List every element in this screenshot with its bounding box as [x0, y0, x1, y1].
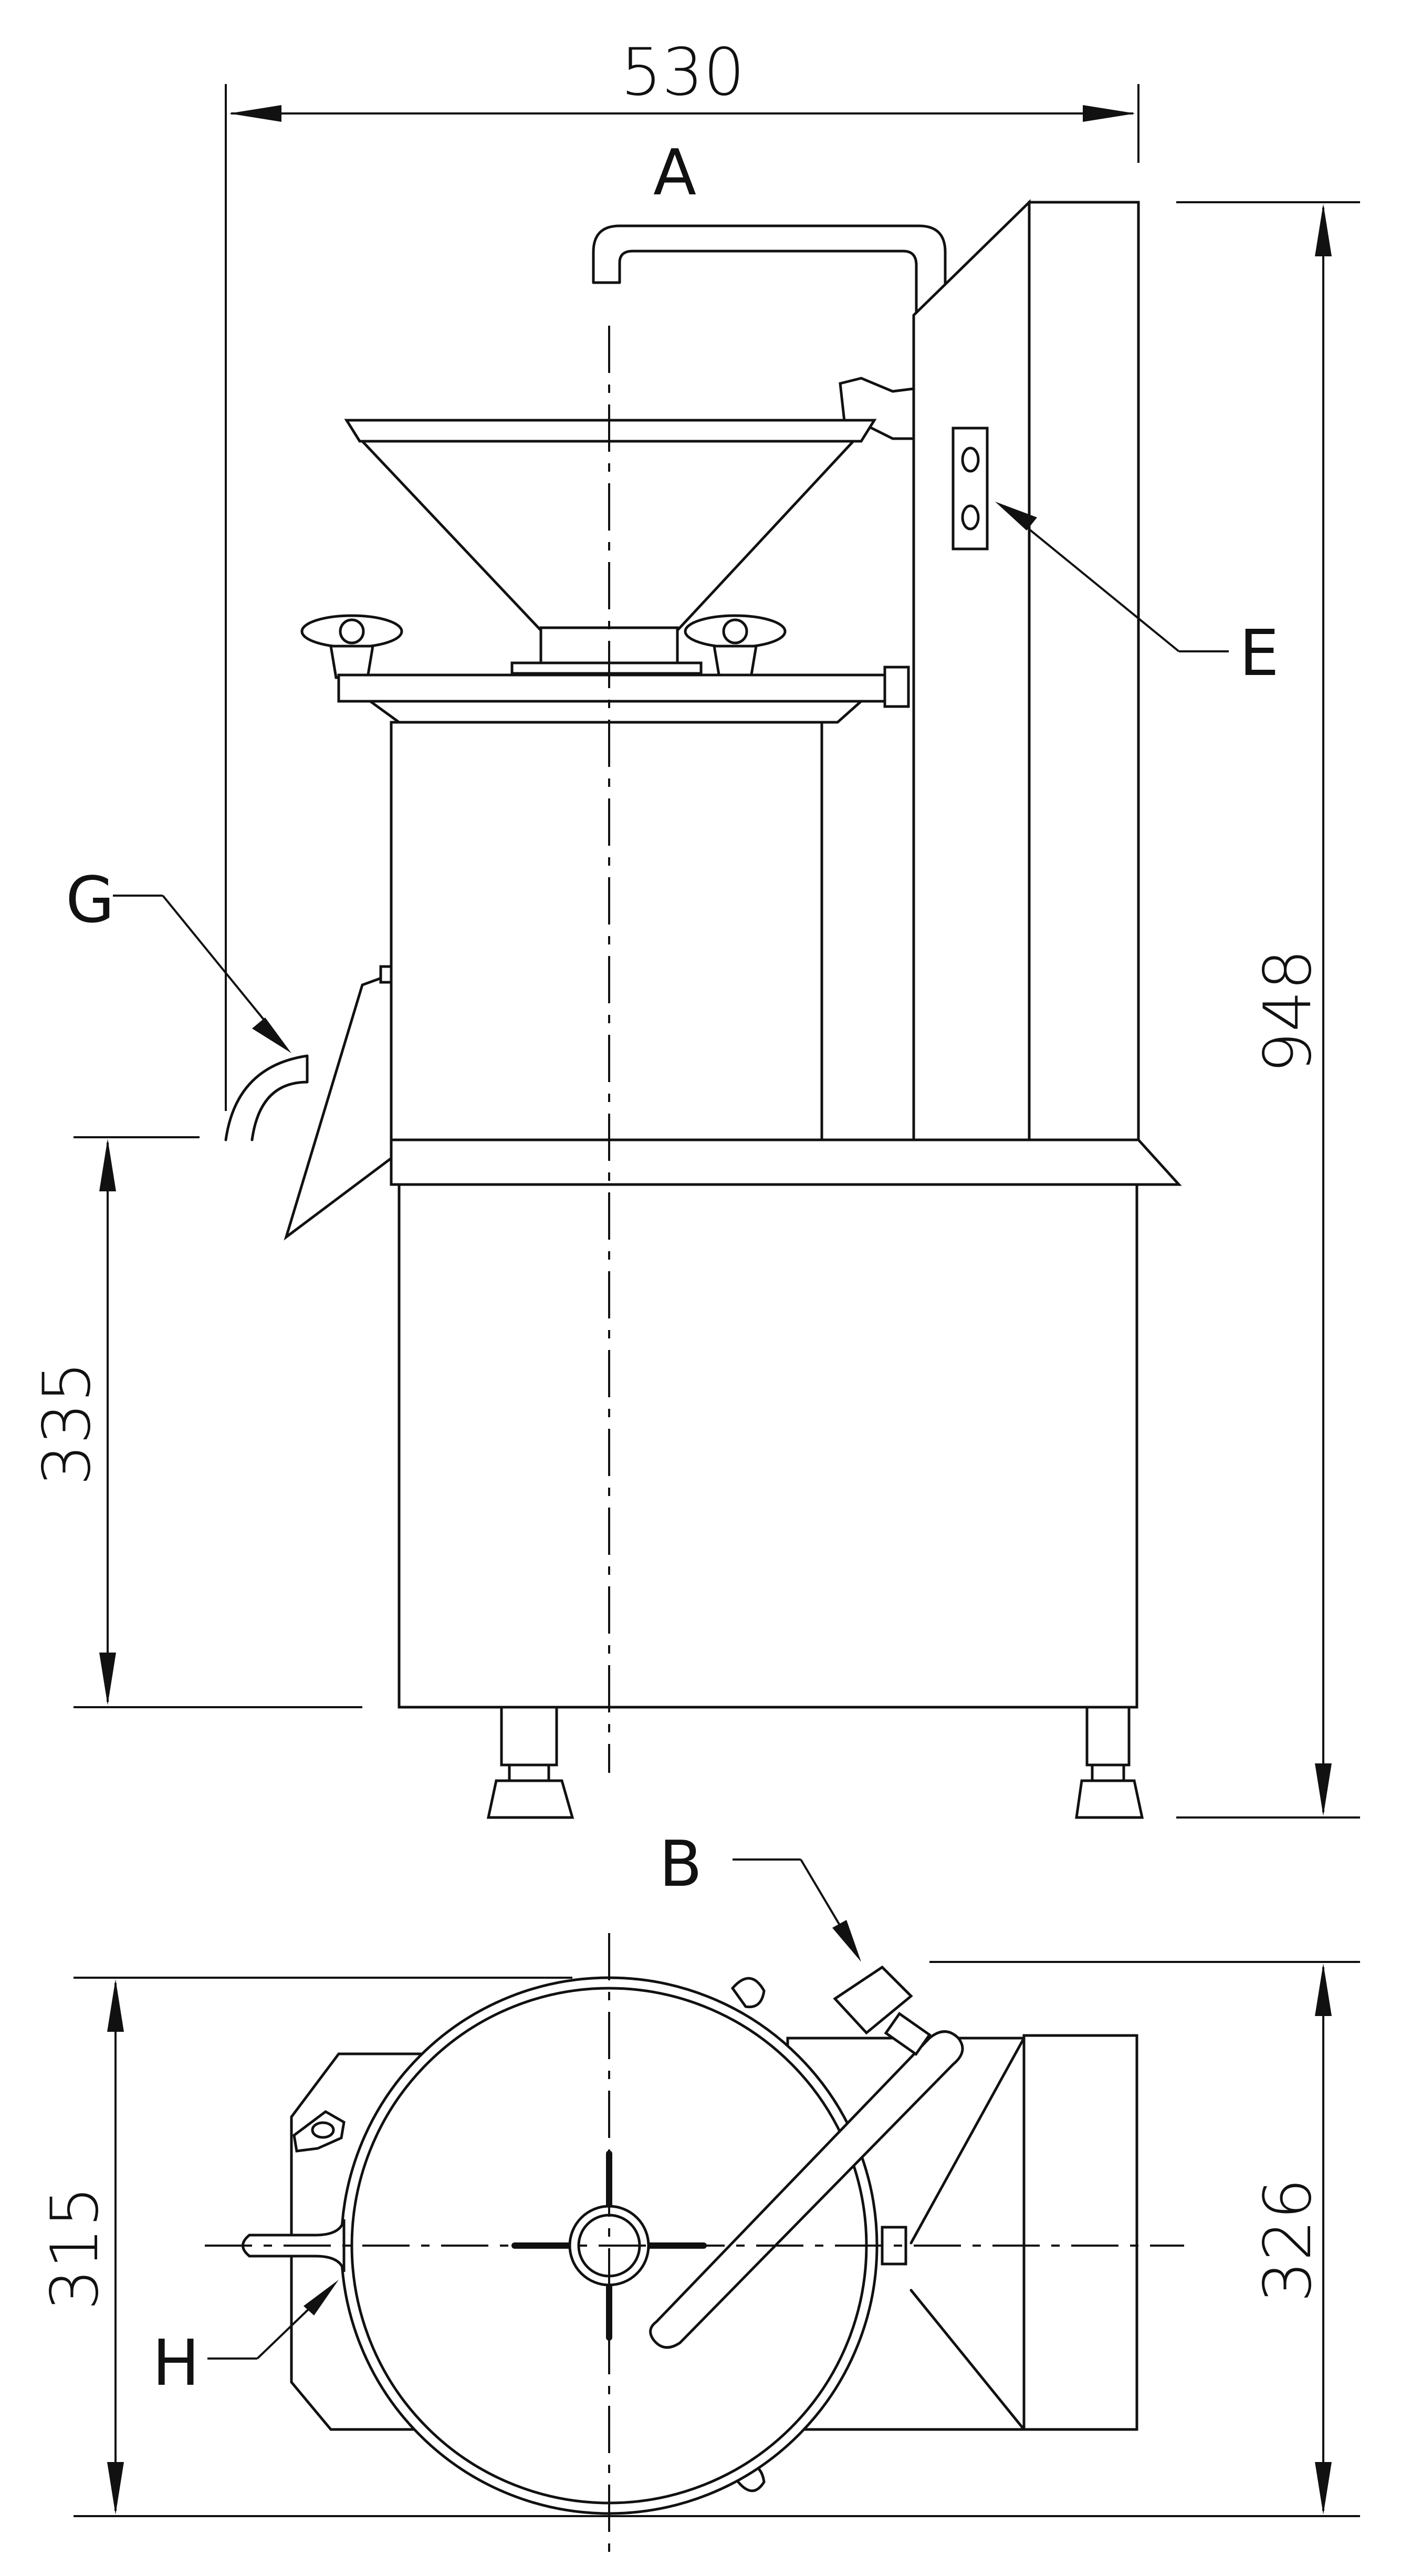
foot-right: [1075, 1706, 1144, 1819]
dimension-315: 315: [37, 1977, 1360, 2517]
lid-plate: [337, 673, 886, 703]
callout-h: H: [152, 2327, 200, 2400]
dimension-530: 530: [225, 35, 1139, 1111]
back-column: [912, 199, 1140, 1147]
dimension-335: 335: [29, 1139, 116, 1705]
dimension-label-326: 326: [1250, 2178, 1326, 2303]
callout-g: G: [66, 864, 114, 937]
dimension-948: 948: [1176, 201, 1360, 1819]
top-column: [1022, 2034, 1138, 2431]
outlet-chute: [224, 965, 393, 1241]
foot-left: [486, 1706, 574, 1819]
callout-h-leader: [207, 2280, 339, 2360]
top-view: B: [37, 1828, 1360, 2563]
base-shelf: [390, 1138, 1182, 1186]
callout-e: E: [1239, 617, 1279, 690]
lid-knob-left: [300, 614, 403, 679]
control-panel: [952, 427, 989, 550]
top-handle: [592, 224, 947, 306]
callout-e-leader: [995, 502, 1229, 652]
dimension-label-948: 948: [1250, 949, 1326, 1074]
callout-b: B: [659, 1828, 702, 1901]
dimension-label-335: 335: [29, 1362, 105, 1486]
callout-b-leader: [733, 1858, 861, 1962]
callout-a: A: [653, 137, 696, 210]
dimension-label-315: 315: [37, 2186, 113, 2311]
side-view: 530 A E: [29, 35, 1360, 1819]
dimension-label-530: 530: [621, 35, 745, 110]
dimension-326: 326: [929, 1961, 1360, 2515]
base-cabinet: [398, 1183, 1138, 1709]
callout-g-leader: [113, 895, 291, 1053]
hopper-funnel: [344, 419, 877, 675]
top-handle-arm: [649, 1965, 964, 2349]
processing-bowl: [390, 721, 823, 1141]
